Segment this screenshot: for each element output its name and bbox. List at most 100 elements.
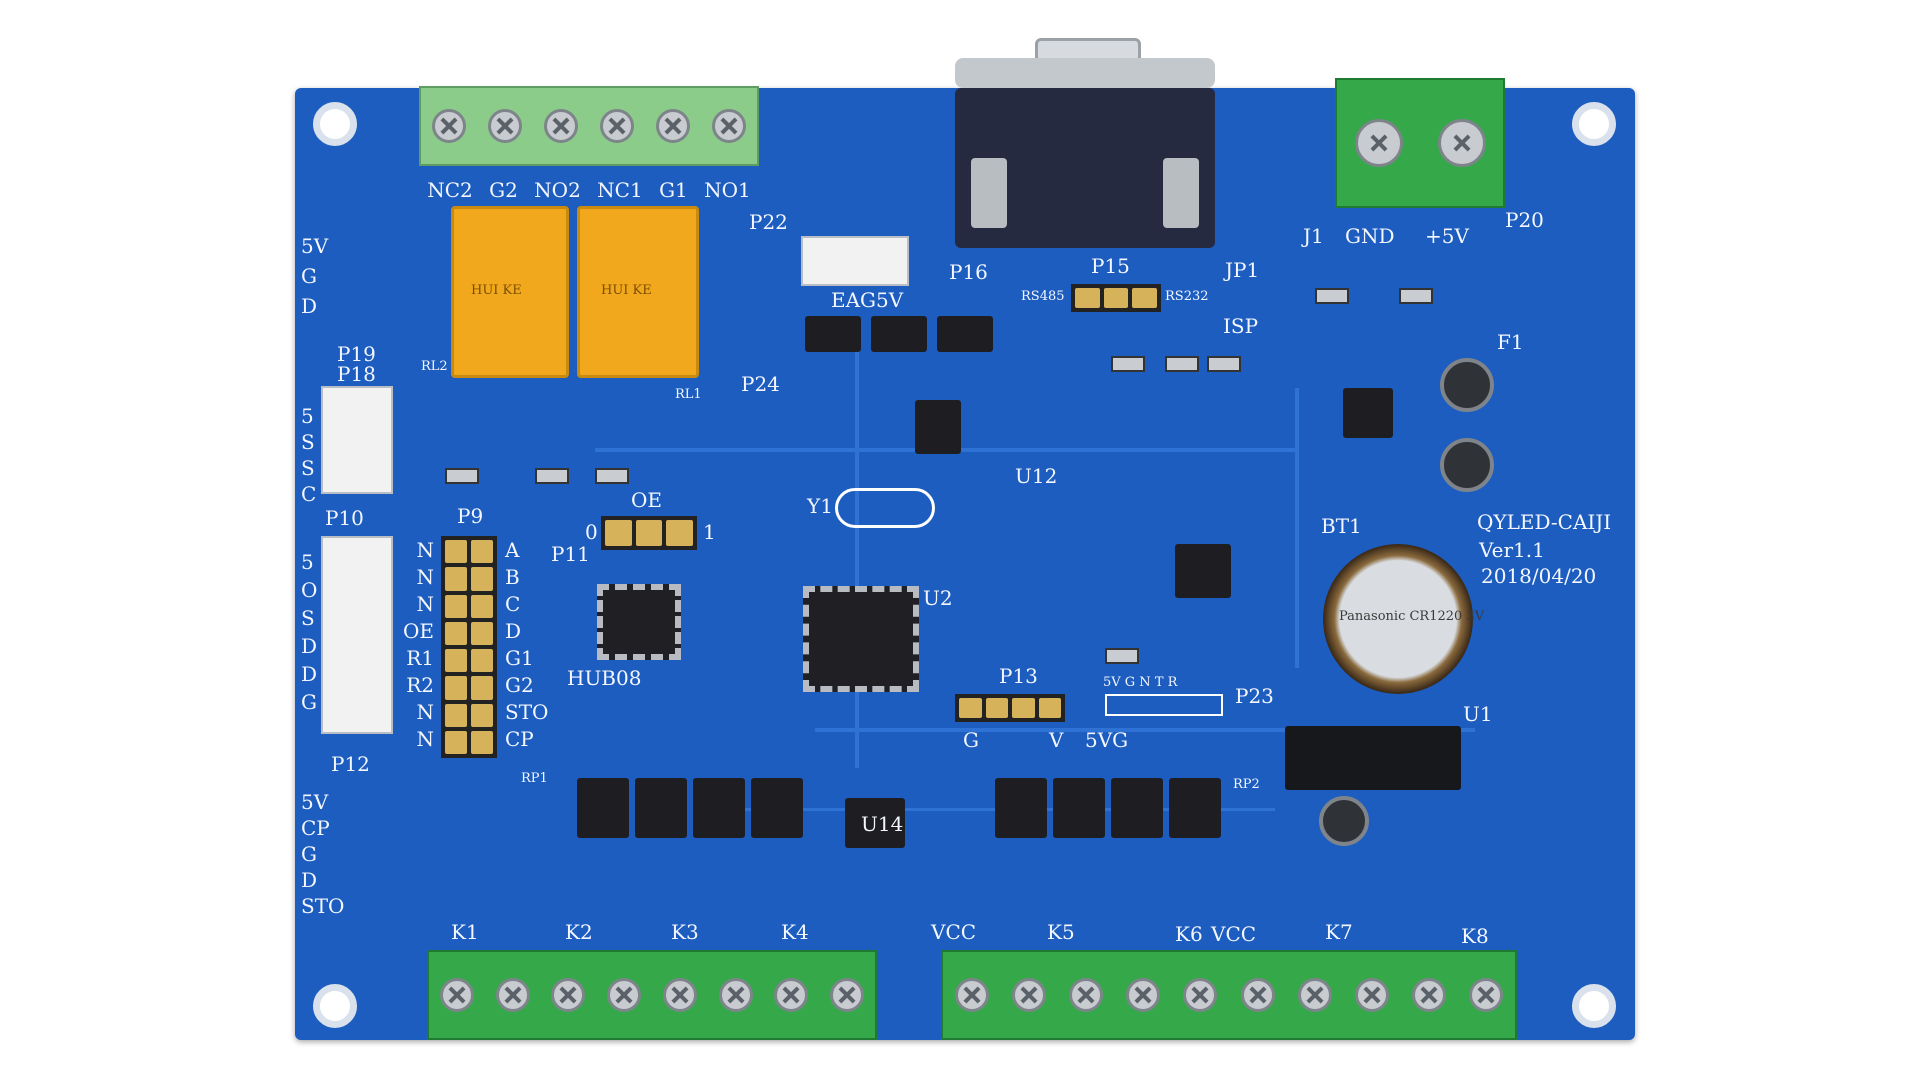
screw-icon (1240, 978, 1275, 1012)
ref-u14: U14 (861, 812, 904, 836)
ref-f1: F1 (1497, 330, 1524, 354)
p9-right-label: B (505, 565, 520, 589)
p12-bottom-label: G (301, 842, 317, 866)
smd-resistor (595, 468, 629, 484)
ref-oe: OE (631, 488, 662, 512)
smd-resistor (535, 468, 569, 484)
mounting-hole-top-left (313, 102, 357, 146)
board-title: QYLED-CAIJI (1477, 510, 1612, 534)
optocoupler (693, 778, 745, 838)
relay-text: HUI KE (471, 283, 522, 298)
screw-icon (662, 978, 697, 1012)
ref-isp: ISP (1223, 314, 1259, 338)
trace (815, 728, 1475, 732)
p9-right-label: D (505, 619, 522, 643)
p12-label: D (301, 662, 318, 686)
connector-p12-top (321, 536, 393, 734)
p9-left-label: N (416, 727, 435, 751)
ref-p22: P22 (749, 210, 788, 234)
p12-bottom-label: 5V (301, 790, 329, 814)
header-p13 (955, 694, 1065, 722)
screw-icon (1297, 978, 1332, 1012)
chip-u14 (845, 798, 905, 848)
p9-right-label: G1 (505, 646, 534, 670)
p10-label: C (301, 482, 317, 506)
p19-label: G (301, 264, 317, 288)
ref-p13: P13 (999, 664, 1038, 688)
label-nc2: NC2 (427, 178, 473, 202)
bottom-terminal-right (941, 950, 1517, 1040)
mounting-hole-bottom-left (313, 984, 357, 1028)
label-zero: 0 (585, 520, 598, 544)
header-p11 (601, 516, 697, 550)
label-no1: NO1 (704, 178, 751, 202)
p9-right-label: STO (505, 700, 549, 724)
ref-rl1: RL1 (675, 387, 702, 402)
diode (871, 316, 927, 352)
optocoupler (635, 778, 687, 838)
p10-label: 5 (301, 404, 314, 428)
ref-jp1: JP1 (1225, 258, 1260, 282)
screw-icon (551, 978, 586, 1012)
label-k7: K7 (1325, 920, 1353, 944)
ref-p16: P16 (949, 260, 988, 284)
ref-p19: P19 (337, 342, 376, 366)
top-terminal-block (419, 86, 759, 166)
screw-icon (432, 109, 466, 143)
p19-label: D (301, 294, 318, 318)
screw-icon (712, 109, 746, 143)
battery-text: Panasonic CR1220 3V (1339, 609, 1485, 624)
ref-u2: U2 (923, 586, 953, 610)
ref-rp2: RP2 (1233, 777, 1260, 792)
regulator (1343, 388, 1393, 438)
label-g1: G1 (659, 178, 688, 202)
chip-u1 (1285, 726, 1461, 790)
label-5v-gntr: 5V G N T R (1103, 675, 1178, 690)
top-terminal-labels: NC2 G2 NO2 NC1 G1 NO1 (419, 180, 759, 200)
mounting-hole-bottom-right (1572, 984, 1616, 1028)
ref-p24: P24 (741, 372, 780, 396)
header-p9 (441, 536, 497, 758)
ref-bt1: BT1 (1321, 514, 1362, 538)
p9-left-label: R1 (406, 646, 434, 670)
coin-battery-bt1 (1323, 544, 1473, 694)
screw-icon (495, 978, 530, 1012)
label-5vg: 5VG (1085, 728, 1129, 752)
p12-bottom-label: D (301, 868, 318, 892)
ref-p18: P18 (337, 362, 376, 386)
p9-left-label: N (416, 538, 435, 562)
label-g: G (963, 728, 979, 752)
p19-labels: 5V G D (301, 236, 328, 316)
p9-left-label: R2 (406, 673, 434, 697)
label-k5: K5 (1047, 920, 1075, 944)
screw-icon (1437, 119, 1486, 167)
ref-p12: P12 (331, 752, 370, 776)
p12-label: 5 (301, 550, 314, 574)
electrolytic-capacitor (1319, 796, 1369, 846)
chip-u2-mcu (803, 586, 919, 692)
chip-hub08 (597, 584, 681, 660)
p9-left-labels: N N N OE R1 R2 N N (403, 540, 434, 749)
smd-resistor (1315, 288, 1349, 304)
smd-resistor (1105, 648, 1139, 664)
label-rs485: RS485 (1021, 289, 1065, 304)
ref-p9: P9 (457, 504, 484, 528)
p9-right-label: C (505, 592, 521, 616)
label-k1: K1 (451, 920, 479, 944)
p9-right-labels: A B C D G1 G2 STO CP (505, 540, 548, 749)
ref-p11: P11 (551, 542, 590, 566)
p19-label: 5V (301, 234, 329, 258)
ref-hub08: HUB08 (567, 666, 642, 690)
screw-icon (1412, 978, 1447, 1012)
p9-left-label: N (416, 565, 435, 589)
label-rs232: RS232 (1165, 289, 1209, 304)
smd-resistor (445, 468, 479, 484)
trace (855, 348, 859, 768)
chip-u12 (915, 400, 961, 454)
screw-icon (607, 978, 642, 1012)
trace (1295, 388, 1299, 668)
smd-resistor (1165, 356, 1199, 372)
p12-label: G (301, 690, 317, 714)
label-nc1: NC1 (597, 178, 643, 202)
diode (937, 316, 993, 352)
